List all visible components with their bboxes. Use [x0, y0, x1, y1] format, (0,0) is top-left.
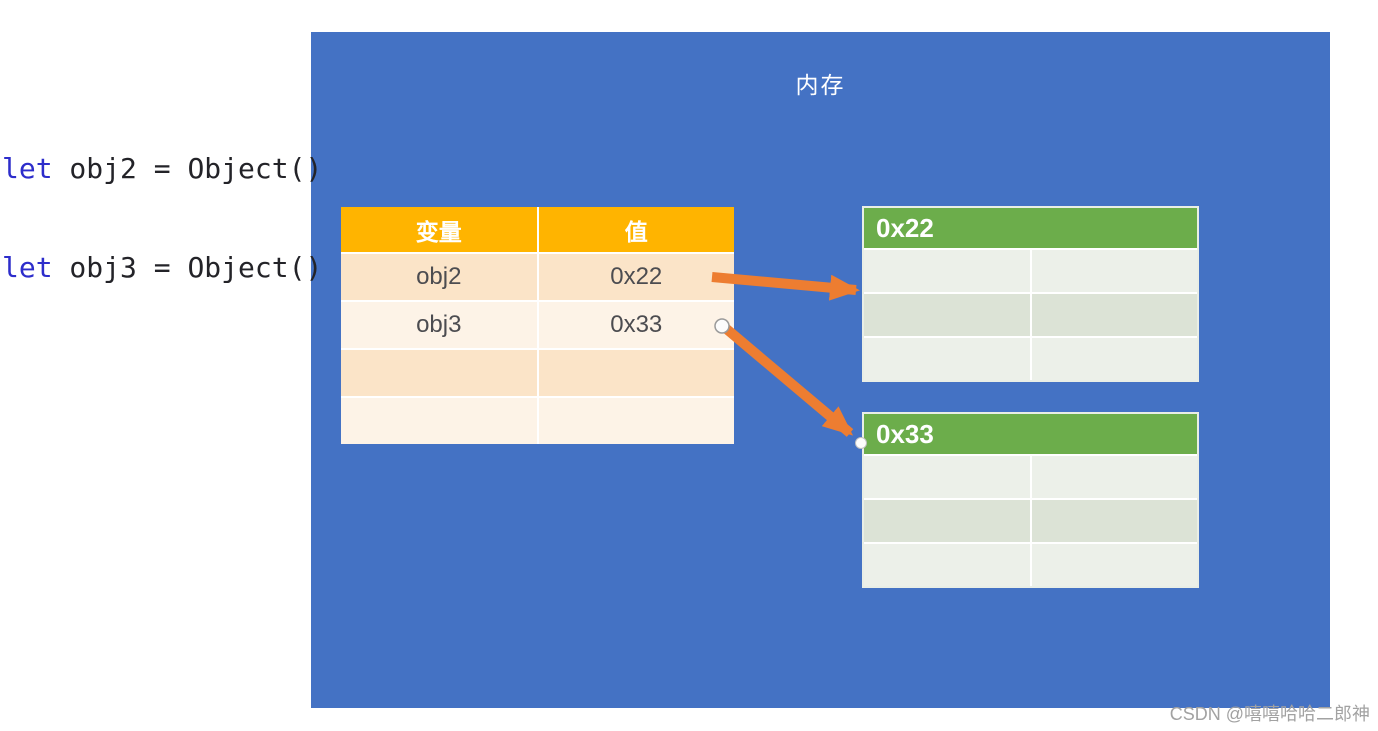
variable-cell-obj3: obj3: [341, 302, 539, 348]
empty-cell: [864, 500, 1032, 542]
code-line-1-rest: obj2 = Object(): [52, 152, 323, 185]
code-line-2-rest: obj3 = Object(): [52, 251, 323, 284]
value-column-header: 值: [538, 207, 734, 252]
empty-cell: [1031, 250, 1197, 292]
object-table-0x33: 0x33: [862, 412, 1199, 588]
table-row: obj2 0x22: [341, 252, 734, 300]
table-row: [341, 396, 734, 444]
table-row: [864, 454, 1197, 498]
watermark: CSDN @嘻嘻哈哈二郎神: [1169, 704, 1370, 724]
table-row: [864, 248, 1197, 292]
object-table-0x22: 0x22: [862, 206, 1199, 382]
table-row: [864, 542, 1197, 586]
variable-cell-obj2: obj2: [341, 254, 539, 300]
empty-cell: [864, 338, 1032, 380]
empty-cell: [1031, 456, 1197, 498]
table-row: [864, 292, 1197, 336]
table-row: [864, 498, 1197, 542]
keyword-let: let: [2, 152, 53, 185]
table-row: obj3 0x33: [341, 300, 734, 348]
empty-cell: [1031, 338, 1197, 380]
empty-cell: [538, 350, 734, 396]
memory-panel-title: 内存: [795, 72, 846, 98]
object-table-0x22-address: 0x22: [864, 208, 1197, 248]
table-row: [864, 336, 1197, 380]
code-snippet: let obj2 = Object() let obj3 = Object(): [2, 86, 322, 350]
empty-cell: [864, 544, 1032, 586]
keyword-let: let: [2, 251, 53, 284]
value-cell-0x33: 0x33: [538, 302, 734, 348]
empty-cell: [341, 398, 539, 444]
empty-cell: [864, 250, 1032, 292]
table-row: [341, 348, 734, 396]
empty-cell: [864, 456, 1032, 498]
variable-table-body: obj2 0x22 obj3 0x33: [341, 252, 734, 444]
variable-table: 变量 值 obj2 0x22 obj3 0x33: [341, 207, 734, 444]
empty-cell: [341, 350, 539, 396]
value-cell-0x22: 0x22: [538, 254, 734, 300]
empty-cell: [1031, 544, 1197, 586]
code-line-1: let obj2 = Object(): [2, 152, 322, 185]
object-table-0x33-address: 0x33: [864, 414, 1197, 454]
variable-column-header: 变量: [341, 207, 539, 252]
empty-cell: [864, 294, 1032, 336]
empty-cell: [1031, 294, 1197, 336]
variable-table-header-row: 变量 值: [341, 207, 734, 252]
empty-cell: [1031, 500, 1197, 542]
code-line-2: let obj3 = Object(): [2, 251, 322, 284]
empty-cell: [538, 398, 734, 444]
